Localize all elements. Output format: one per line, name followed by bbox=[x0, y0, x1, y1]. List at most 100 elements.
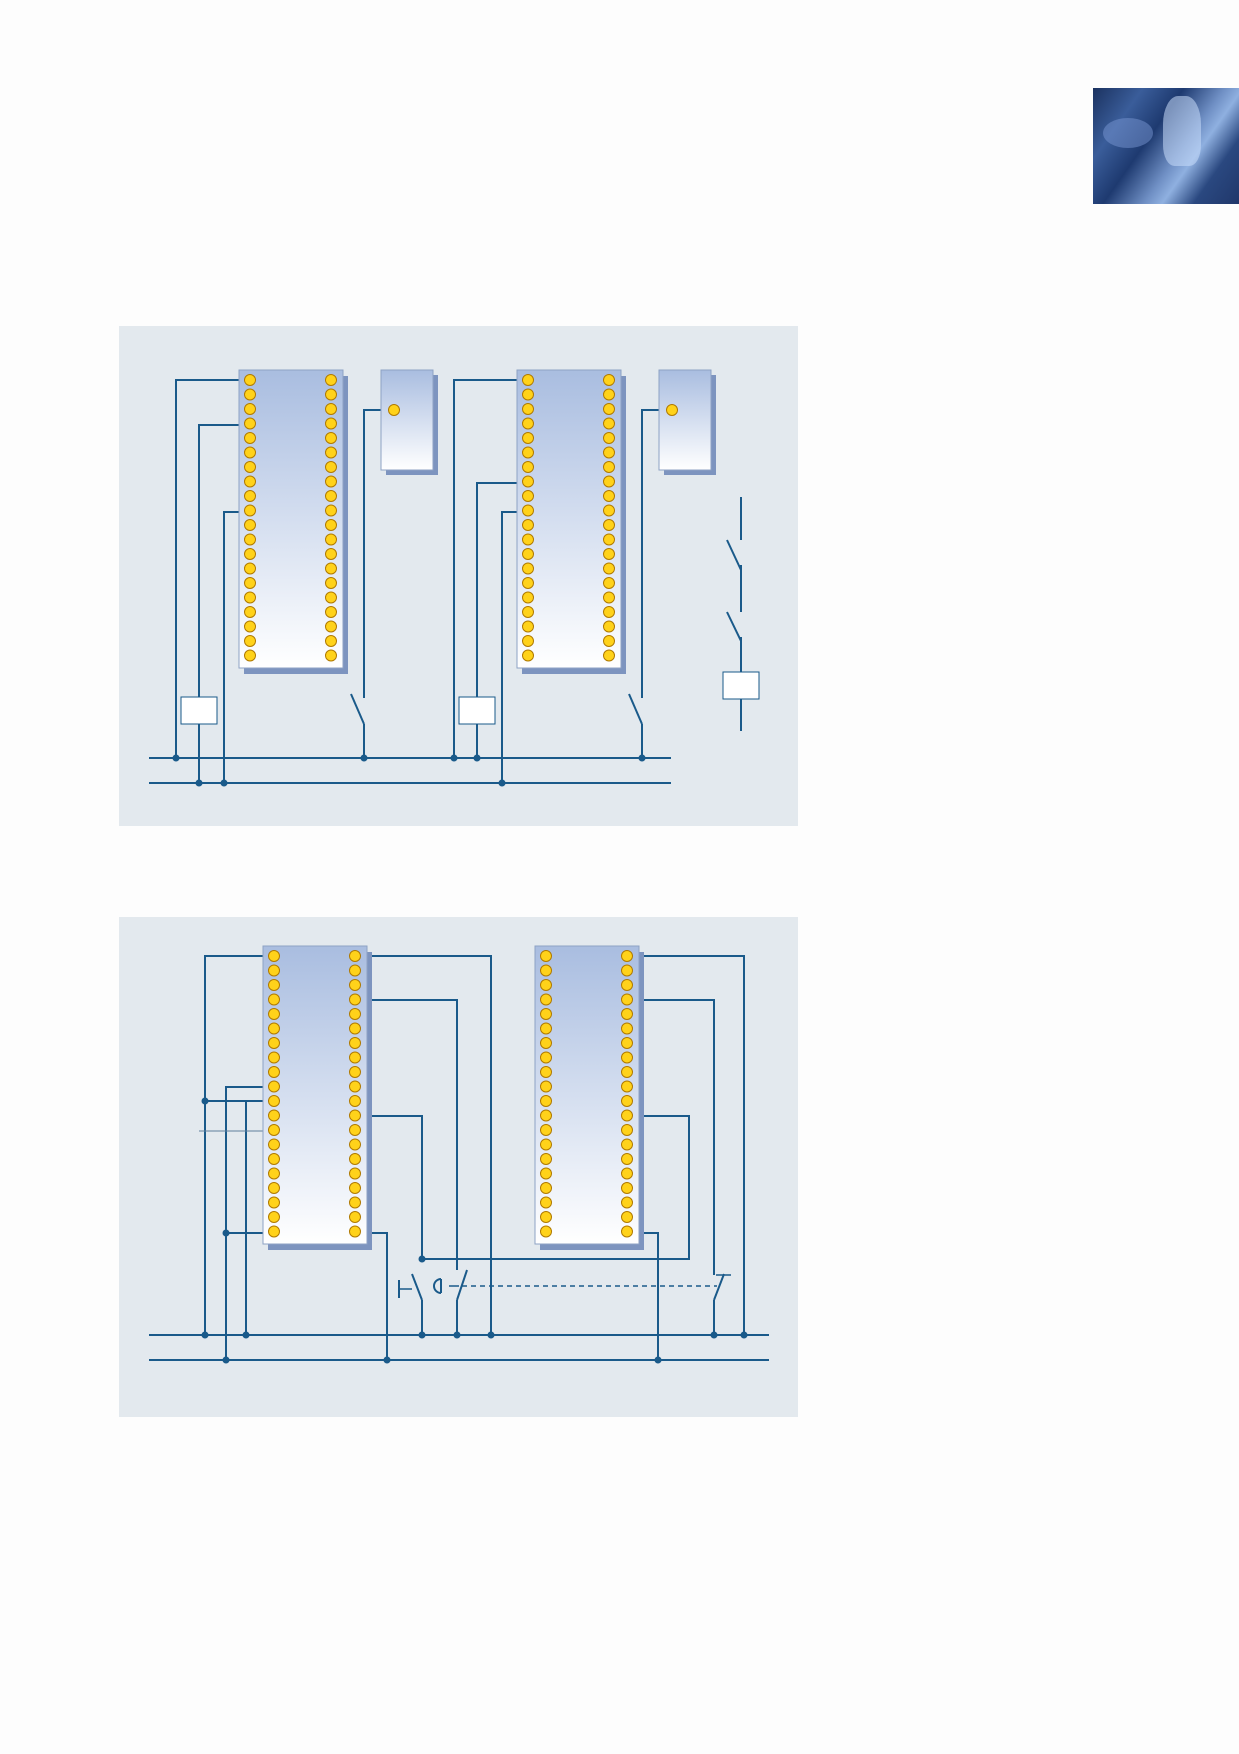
terminal-dot bbox=[522, 403, 534, 415]
junction-dot bbox=[418, 1331, 426, 1339]
junction-dot bbox=[220, 779, 228, 787]
terminal-dot bbox=[603, 475, 615, 488]
junction-dot bbox=[195, 779, 203, 787]
terminal-dot bbox=[244, 374, 256, 386]
wire bbox=[422, 1115, 690, 1260]
terminal-dot bbox=[349, 979, 361, 991]
terminal-dot bbox=[540, 1153, 552, 1165]
terminal-dot bbox=[325, 446, 337, 459]
junction-dot bbox=[201, 1097, 209, 1105]
terminal-dot bbox=[540, 1109, 552, 1122]
wire bbox=[501, 511, 520, 783]
junction-dot bbox=[383, 1356, 391, 1364]
wire bbox=[204, 955, 274, 1335]
terminal-dot bbox=[268, 1008, 280, 1020]
terminal-dot bbox=[540, 964, 552, 977]
wiring-diagram-2 bbox=[119, 917, 798, 1417]
terminal-dot bbox=[621, 1109, 633, 1122]
terminal-dot bbox=[244, 519, 256, 531]
terminal-dot bbox=[349, 1153, 361, 1165]
terminal-dot bbox=[325, 374, 337, 386]
terminal-dot bbox=[540, 1051, 552, 1064]
terminal-dot bbox=[621, 1182, 633, 1194]
io-module-1 bbox=[238, 369, 344, 669]
terminal-dot bbox=[388, 404, 400, 416]
terminal-dot bbox=[268, 1124, 280, 1136]
terminal-dot bbox=[268, 950, 280, 962]
terminal-dot bbox=[522, 388, 534, 401]
junction-dot bbox=[473, 754, 481, 762]
junction-dot bbox=[222, 1229, 230, 1237]
terminal-dot bbox=[603, 461, 615, 473]
terminal-dot bbox=[325, 635, 337, 647]
terminal-dot bbox=[244, 606, 256, 618]
terminal-dot bbox=[540, 1138, 552, 1151]
wire bbox=[223, 511, 242, 783]
terminal-dot bbox=[325, 620, 337, 633]
terminal-dot bbox=[325, 432, 337, 444]
terminal-dot bbox=[603, 649, 615, 662]
switch-contact bbox=[411, 1273, 423, 1301]
terminal-dot bbox=[268, 1080, 280, 1093]
terminal-dot bbox=[522, 374, 534, 386]
terminal-dot bbox=[540, 1225, 552, 1238]
terminal-dot bbox=[621, 1051, 633, 1064]
junction-dot bbox=[710, 1331, 718, 1339]
terminal-dot bbox=[325, 533, 337, 546]
junction-dot bbox=[418, 1255, 426, 1263]
terminal-dot bbox=[621, 1138, 633, 1151]
wire bbox=[627, 999, 715, 1275]
terminal-dot bbox=[349, 1124, 361, 1136]
terminal-dot bbox=[244, 591, 256, 604]
terminal-dot bbox=[268, 1066, 280, 1078]
terminal-dot bbox=[325, 591, 337, 604]
io-module-1 bbox=[262, 945, 368, 1245]
terminal-dot bbox=[540, 1124, 552, 1136]
terminal-dot bbox=[268, 1095, 280, 1107]
terminal-dot bbox=[621, 979, 633, 991]
terminal-dot bbox=[349, 1080, 361, 1093]
terminal-dot bbox=[349, 1066, 361, 1078]
terminal-dot bbox=[325, 475, 337, 488]
terminal-dot bbox=[268, 993, 280, 1006]
terminal-dot bbox=[621, 1022, 633, 1035]
terminal-dot bbox=[349, 1008, 361, 1020]
wire bbox=[453, 379, 520, 758]
terminal-dot bbox=[603, 446, 615, 459]
terminal-dot bbox=[621, 1211, 633, 1223]
wiring-diagram-1 bbox=[119, 326, 798, 826]
terminal-dot bbox=[268, 1182, 280, 1194]
terminal-dot bbox=[244, 403, 256, 415]
terminal-dot bbox=[244, 562, 256, 575]
wire bbox=[355, 1115, 423, 1259]
terminal-dot bbox=[268, 1138, 280, 1151]
terminal-dot bbox=[349, 950, 361, 962]
wire bbox=[198, 424, 242, 783]
terminal-dot bbox=[325, 577, 337, 589]
terminal-dot bbox=[603, 577, 615, 589]
switch-contact bbox=[713, 1273, 725, 1301]
corner-photo bbox=[1093, 88, 1239, 204]
terminal-dot bbox=[522, 490, 534, 502]
junction-dot bbox=[450, 754, 458, 762]
terminal-dot bbox=[621, 993, 633, 1006]
terminal-dot bbox=[244, 504, 256, 517]
terminal-dot bbox=[244, 475, 256, 488]
terminal-dot bbox=[603, 533, 615, 546]
terminal-dot bbox=[522, 577, 534, 589]
terminal-dot bbox=[349, 1167, 361, 1180]
terminal-dot bbox=[349, 1095, 361, 1107]
terminal-dot bbox=[349, 1225, 361, 1238]
terminal-dot bbox=[603, 591, 615, 604]
terminal-dot bbox=[621, 1037, 633, 1049]
terminal-dot bbox=[522, 649, 534, 662]
terminal-dot bbox=[540, 993, 552, 1006]
switch-contact bbox=[456, 1269, 468, 1301]
terminal-dot bbox=[621, 1167, 633, 1180]
terminal-dot bbox=[349, 1211, 361, 1223]
terminal-dot bbox=[325, 403, 337, 415]
relay-box bbox=[458, 696, 496, 725]
terminal-dot bbox=[268, 1225, 280, 1238]
wire bbox=[476, 482, 520, 758]
terminal-dot bbox=[540, 1182, 552, 1194]
